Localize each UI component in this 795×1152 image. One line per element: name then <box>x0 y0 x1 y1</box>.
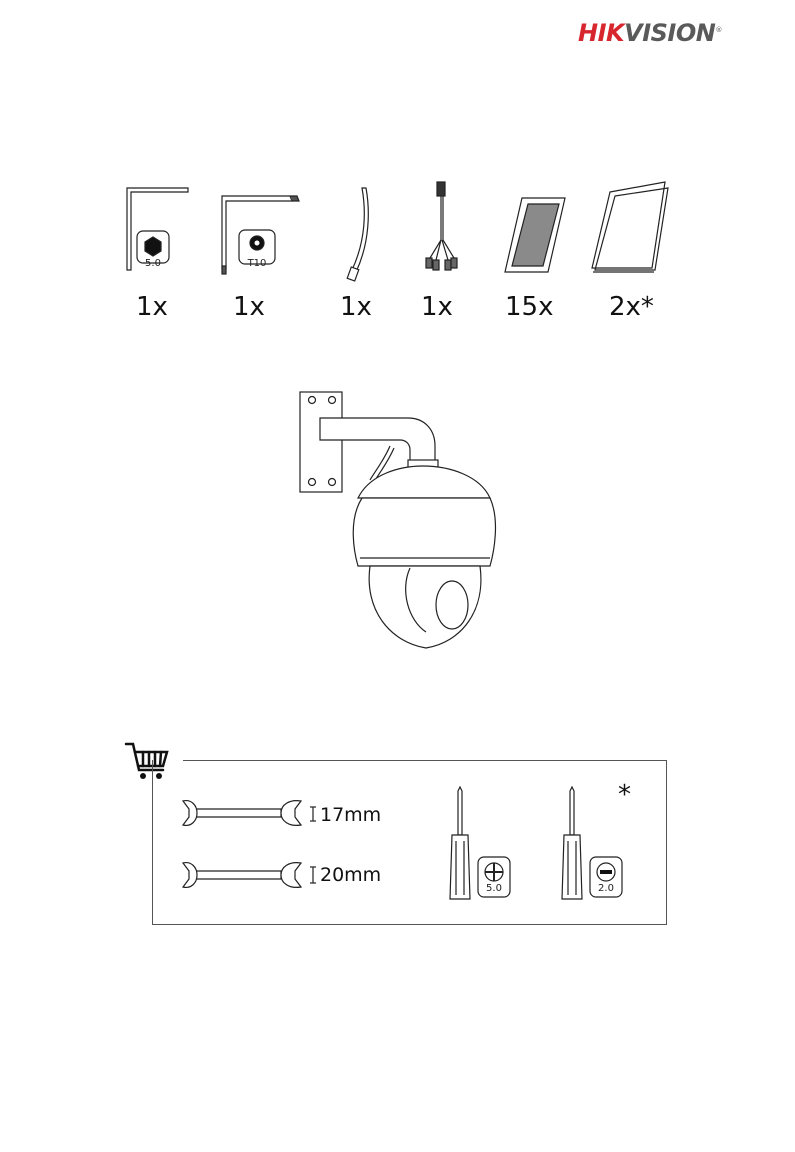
document-icon <box>592 182 668 272</box>
power-cable-icon <box>426 182 457 270</box>
optional-asterisk: * <box>618 780 631 810</box>
tools-box-top-border <box>183 760 667 761</box>
wrenches-illustration <box>175 795 325 895</box>
cable-tie-quantity: 1x <box>340 292 372 322</box>
desiccant-icon <box>505 198 565 272</box>
cable-tie-icon <box>347 188 368 281</box>
wrench-20mm-label: 20mm <box>320 864 381 886</box>
ptz-dome-camera-illustration <box>290 380 510 655</box>
logo-hik-text: HIK <box>578 19 624 47</box>
document-quantity: 2x* <box>609 292 654 322</box>
wrench-17mm-label: 17mm <box>320 804 381 826</box>
torx-key-size-label: T10 <box>242 258 272 269</box>
wrench-20mm-icon <box>183 863 301 888</box>
phillips-size-label: 5.0 <box>480 883 508 894</box>
slotted-size-label: 2.0 <box>592 883 620 894</box>
hex-key-quantity: 1x <box>136 292 168 322</box>
logo-vision-text: VISION <box>624 19 715 47</box>
power-cable-quantity: 1x <box>421 292 453 322</box>
hex-key-size-label: 5.0 <box>140 258 166 269</box>
logo-registered-mark: ® <box>715 26 722 34</box>
hikvision-logo: HIKVISION® <box>578 14 728 46</box>
desiccant-quantity: 15x <box>505 292 553 322</box>
wrench-17mm-icon <box>183 801 301 826</box>
torx-key-quantity: 1x <box>233 292 265 322</box>
package-items-illustrations <box>0 170 795 290</box>
